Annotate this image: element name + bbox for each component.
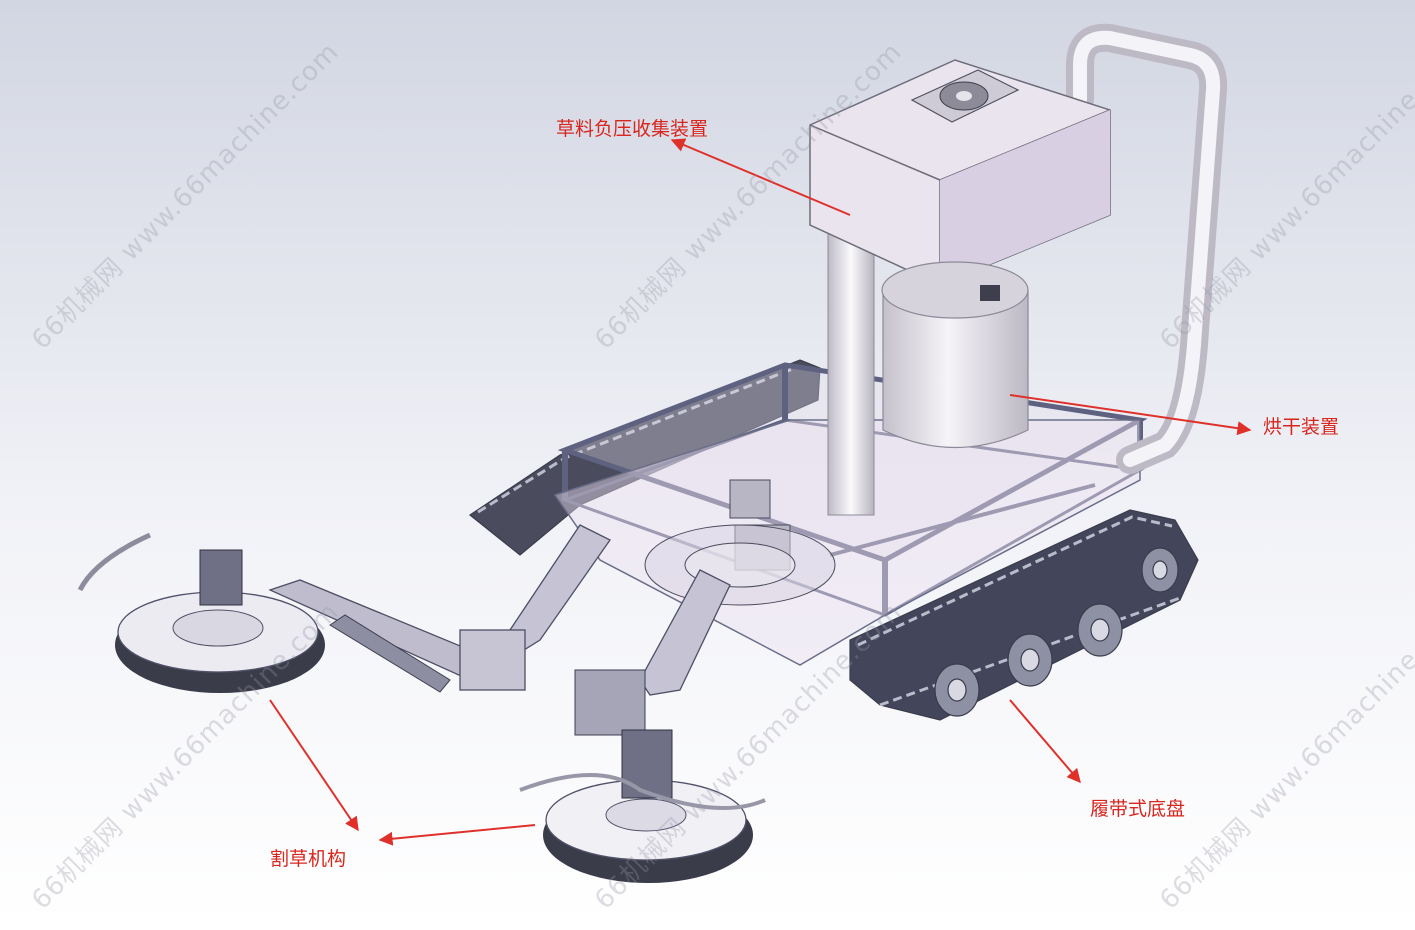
arrow-cutter-right [378,824,536,846]
tracked-chassis [468,359,1199,721]
label-collector: 草料负压收集装置 [556,118,709,140]
collection-device [809,23,1228,516]
arrow-chassis [1009,699,1081,784]
dryer-device [881,261,1029,448]
arrow-cutter-left [269,699,359,832]
cutting-mechanism [77,524,766,883]
label-chassis: 履带式底盘 [1090,798,1186,820]
callout-arrows [269,138,1252,846]
arrow-dryer [1009,394,1252,436]
label-dryer: 烘干装置 [1263,416,1340,438]
label-cutter: 割草机构 [270,848,347,870]
arrow-collector [670,138,851,216]
